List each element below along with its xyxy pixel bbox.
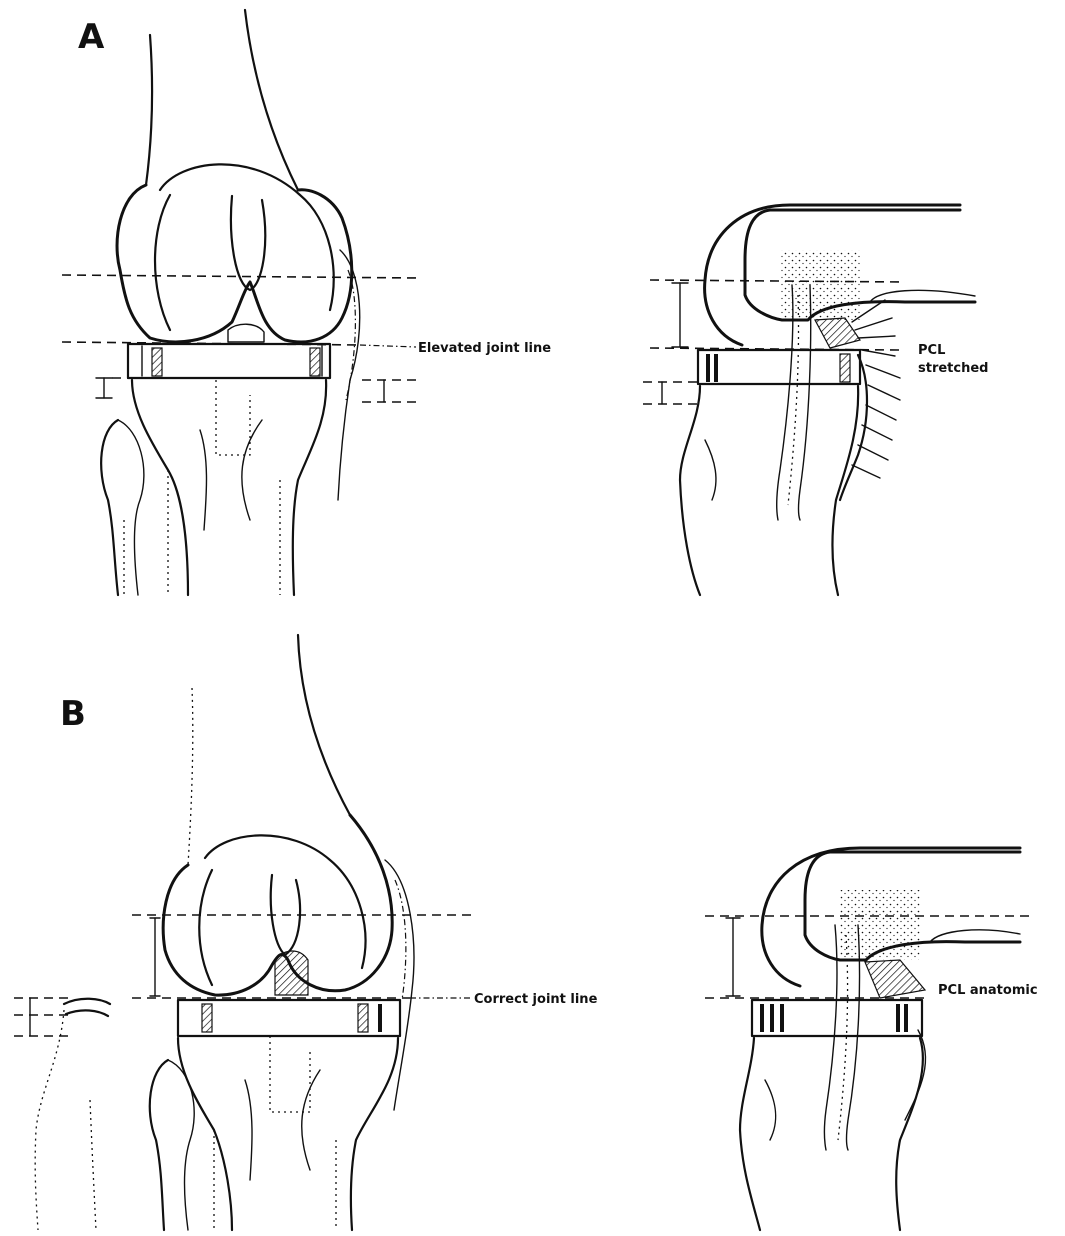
fibula-outline bbox=[101, 420, 118, 595]
femur-lateral-edge bbox=[245, 10, 298, 190]
b-tibial-tubercle bbox=[765, 1080, 776, 1140]
b-side-marker-4 bbox=[896, 1004, 900, 1032]
b-pcl-attachment bbox=[865, 960, 925, 998]
b-post-cam bbox=[275, 951, 308, 995]
side-tibia-front bbox=[680, 386, 700, 595]
b-left-fragment-outline bbox=[35, 1010, 64, 1230]
thickness-bracket-left bbox=[96, 378, 128, 398]
insert-marker-left bbox=[152, 348, 162, 376]
b-tibia-lateral-edge bbox=[351, 1038, 398, 1230]
side-reference-line bbox=[650, 280, 905, 282]
b-medial-condyle-inner bbox=[199, 870, 212, 985]
tibia-lateral-edge bbox=[293, 380, 326, 595]
b-insert-marker-left bbox=[202, 1004, 212, 1032]
pcl-label: PCL bbox=[918, 343, 945, 358]
side-tibia-back bbox=[832, 386, 858, 595]
b-condyle-inner-outline bbox=[205, 835, 365, 968]
femur-medial-edge bbox=[146, 35, 152, 185]
b-left-offset-lines bbox=[14, 998, 70, 1036]
original-joint-reference-line bbox=[62, 275, 420, 278]
post-cam bbox=[228, 324, 264, 342]
tibia-contour-2 bbox=[242, 420, 262, 520]
tibia-medial-edge bbox=[132, 380, 188, 595]
b-tibia-medial-edge bbox=[178, 1038, 232, 1230]
b-side-marker-1 bbox=[760, 1004, 764, 1032]
tibia-contour-1 bbox=[200, 430, 207, 530]
tibial-tubercle bbox=[705, 440, 716, 500]
elevated-joint-line-label: Elevated joint line bbox=[418, 341, 551, 356]
correct-joint-line-label: Correct joint line bbox=[474, 992, 598, 1007]
pcl-attachment bbox=[815, 318, 860, 348]
b-fibula-outline bbox=[150, 1060, 168, 1230]
b-tibia-contour-2 bbox=[302, 1070, 320, 1170]
b-side-tibia-front bbox=[740, 1038, 760, 1230]
b-fibula-inner bbox=[168, 1060, 194, 1230]
side-insert-marker-3 bbox=[840, 354, 850, 382]
panel-a-front-knee: Elevated joint line bbox=[62, 10, 551, 595]
b-insert-marker-edge bbox=[378, 1004, 382, 1032]
b-tibia-contour-1 bbox=[245, 1080, 252, 1180]
b-side-marker-2 bbox=[770, 1004, 774, 1032]
thickness-bracket-right bbox=[362, 380, 416, 402]
tibial-stem bbox=[216, 380, 250, 455]
b-femur-stipple bbox=[840, 890, 920, 960]
b-side-tibia-back bbox=[896, 1038, 923, 1230]
b-side-bracket bbox=[726, 918, 740, 996]
side-bracket-upper bbox=[672, 283, 688, 347]
side-bracket-lower bbox=[643, 382, 700, 404]
b-bracket-upper bbox=[150, 918, 160, 996]
b-side-marker-5 bbox=[904, 1004, 908, 1032]
b-femur-lateral-edge bbox=[298, 635, 350, 815]
side-insert-marker-1 bbox=[706, 354, 710, 382]
panel-b-side-knee: PCL anatomic bbox=[705, 848, 1038, 1230]
medial-condyle-inner bbox=[155, 195, 170, 330]
side-insert-marker-2 bbox=[714, 354, 718, 382]
b-left-fragment-inner bbox=[90, 1100, 96, 1230]
insert-marker-right bbox=[310, 348, 320, 376]
b-femur-medial-dots bbox=[188, 688, 193, 865]
b-left-fragment-top bbox=[64, 999, 110, 1016]
panel-a-letter: A bbox=[78, 17, 105, 57]
b-lateral-ligament-inner bbox=[395, 880, 406, 1000]
b-side-marker-3 bbox=[780, 1004, 784, 1032]
stretched-label: stretched bbox=[918, 361, 988, 376]
lateral-ligament bbox=[338, 250, 360, 500]
pcl-anatomic-label: PCL anatomic bbox=[938, 983, 1038, 998]
panel-a: A Elevated joint line bbox=[62, 10, 988, 595]
panel-b-letter: B bbox=[60, 694, 86, 734]
fibula-inner bbox=[118, 420, 144, 595]
b-pcl-ligament-fibers bbox=[838, 935, 848, 1140]
panel-a-side-knee: PCL stretched bbox=[643, 205, 988, 595]
b-tibial-stem bbox=[270, 1036, 310, 1112]
panel-b-front-knee: Correct joint line bbox=[14, 635, 598, 1230]
side-tibial-insert bbox=[698, 350, 860, 384]
b-insert-marker-right bbox=[358, 1004, 368, 1032]
panel-b: B Correct joint line bbox=[14, 635, 1038, 1230]
elevated-joint-line-leader bbox=[360, 345, 416, 347]
